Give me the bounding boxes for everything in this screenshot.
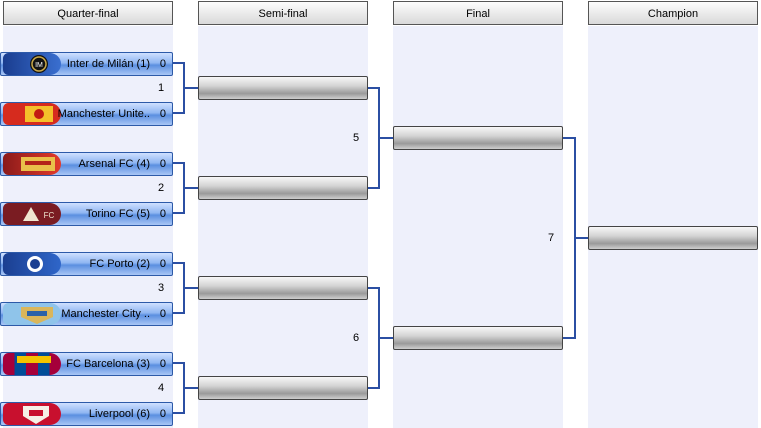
arsenal-logo-icon [3,153,61,175]
team-name: Arsenal FC (4) [78,158,150,170]
team-score: 0 [159,308,166,320]
connector-match-5 [368,87,380,189]
round-header-quarter-final: Quarter-final [3,1,173,25]
match-number-4: 4 [158,382,165,394]
team-score: 0 [159,258,166,270]
team-slot-barcelona[interactable]: FC Barcelona (3) 0 [0,352,173,376]
round-header-semi-final: Semi-final [198,1,368,25]
team-slot-inter[interactable]: IM Inter de Milán (1) 0 [0,52,173,76]
final-slot-1[interactable] [393,126,563,150]
match-number-6: 6 [353,332,360,344]
svg-text:IM: IM [35,62,43,69]
liverpool-logo-icon [3,403,61,425]
champion-slot[interactable] [588,226,758,250]
connector-match-3 [173,262,185,314]
team-score: 0 [159,108,166,120]
connector-match-6 [368,287,380,389]
semi-final-slot-1[interactable] [198,76,368,100]
semi-final-slot-4[interactable] [198,376,368,400]
team-slot-manchester-city[interactable]: Manchester City .. 0 [0,302,173,326]
semi-final-slot-2[interactable] [198,176,368,200]
team-score: 0 [159,58,166,70]
connector-match-7 [563,137,576,339]
team-name: Inter de Milán (1) [66,58,150,70]
match-number-2: 2 [158,182,165,194]
man-utd-logo-icon [3,103,61,125]
inter-logo-icon: IM [3,53,61,75]
connector-match-4 [173,362,185,414]
connector-match-1 [173,62,185,114]
team-name: FC Barcelona (3) [66,358,150,370]
torino-logo-icon: FC [3,203,61,225]
man-city-logo-icon [3,303,61,325]
round-header-final: Final [393,1,563,25]
team-slot-manchester-united[interactable]: Manchester Unite.. 0 [0,102,173,126]
team-name: Manchester City .. [61,308,150,320]
team-slot-liverpool[interactable]: Liverpool (6) 0 [0,402,173,426]
match-number-3: 3 [158,282,165,294]
porto-logo-icon [3,253,61,275]
team-slot-arsenal[interactable]: Arsenal FC (4) 0 [0,152,173,176]
column-final [393,26,563,428]
semi-final-slot-3[interactable] [198,276,368,300]
svg-text:FC: FC [44,211,55,220]
team-name: Liverpool (6) [88,408,150,420]
team-score: 0 [159,208,166,220]
team-score: 0 [159,408,166,420]
team-name: FC Porto (2) [89,258,150,270]
final-slot-2[interactable] [393,326,563,350]
barcelona-logo-icon [3,353,61,375]
team-slot-torino[interactable]: FC Torino FC (5) 0 [0,202,173,226]
match-number-5: 5 [353,132,360,144]
team-slot-porto[interactable]: FC Porto (2) 0 [0,252,173,276]
round-header-champion: Champion [588,1,758,25]
team-score: 0 [159,358,166,370]
team-score: 0 [159,158,166,170]
team-name: Manchester Unite.. [57,108,150,120]
match-number-7: 7 [548,232,555,244]
match-number-1: 1 [158,82,165,94]
connector-match-2 [173,162,185,214]
team-name: Torino FC (5) [85,208,150,220]
